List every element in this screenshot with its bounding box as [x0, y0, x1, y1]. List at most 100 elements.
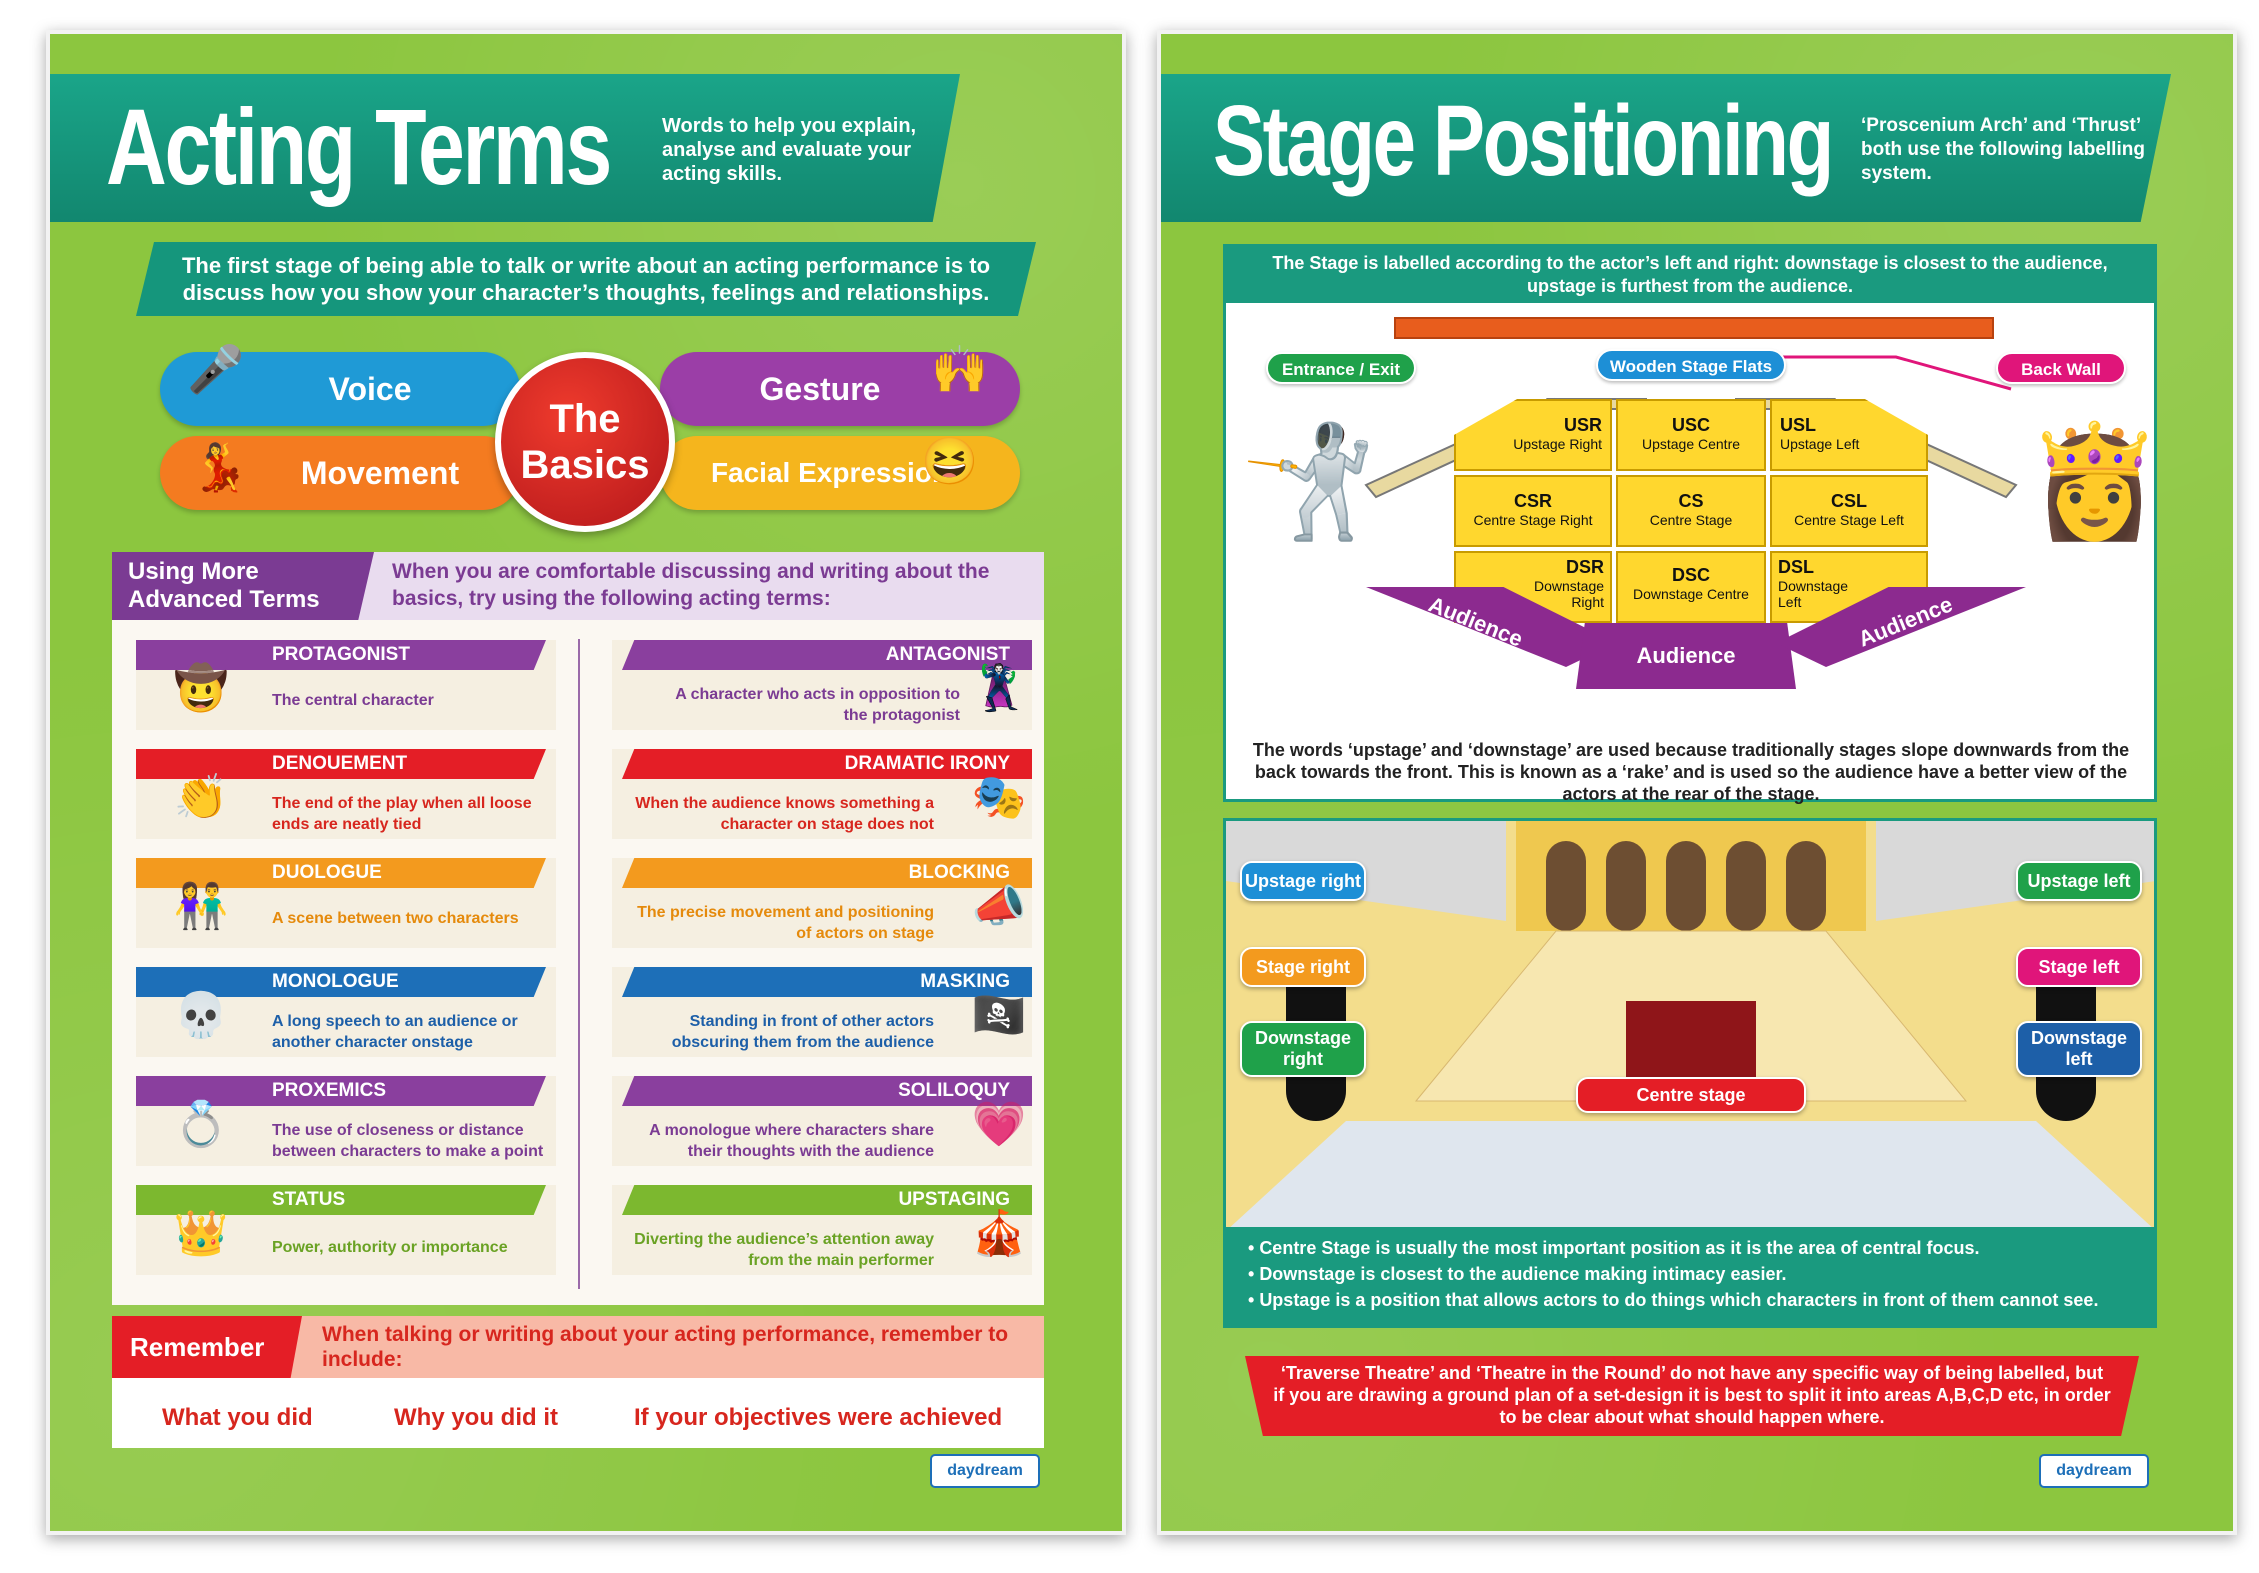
term-soliloquy: SOLILOQUY A monologue where characters s… — [612, 1076, 1032, 1166]
area-name: Upstage Centre — [1641, 436, 1741, 452]
king-icon: 👑 — [173, 1209, 229, 1258]
director-megaphone-icon: 📣 — [971, 882, 1027, 931]
daydream-logo: daydream — [2039, 1454, 2149, 1488]
title-banner: Acting Terms Words to help you explain, … — [50, 74, 960, 222]
upstage-left-label: Upstage left — [2016, 861, 2142, 901]
remember-label: Remember — [112, 1316, 302, 1378]
area-abbr: DSR — [1565, 557, 1604, 577]
traverse-note: ‘Traverse Theatre’ and ‘Theatre in the R… — [1245, 1356, 2139, 1436]
term-definition: Standing in front of other actors obscur… — [671, 1013, 934, 1051]
back-wall-callout: Back Wall — [1996, 352, 2126, 384]
term-blocking: BLOCKING The precise movement and positi… — [612, 858, 1032, 948]
term-definition: Power, authority or importance — [272, 1239, 508, 1256]
couple-dancing-icon: 👫 — [173, 882, 229, 931]
term-antagonist: ANTAGONIST A character who acts in oppos… — [612, 640, 1032, 730]
stage-right-label: Stage right — [1240, 947, 1366, 987]
term-title: SOLILOQUY — [622, 1076, 1032, 1106]
csr-area: CSR Centre Stage Right — [1454, 475, 1612, 547]
laughing-face-icon: 😆 — [921, 434, 979, 487]
area-abbr: USL — [1780, 415, 1816, 435]
bullet-item: • Upstage is a position that allows acto… — [1248, 1290, 2099, 1310]
centre-stage-label: Centre stage — [1576, 1077, 1806, 1113]
acting-terms-poster: Acting Terms Words to help you explain, … — [46, 30, 1126, 1535]
advanced-terms-header: Using More Advanced Terms When you are c… — [112, 552, 1044, 620]
proposal-couple-icon: 💍 — [173, 1100, 229, 1149]
remember-item: Why you did it — [394, 1404, 558, 1431]
daydream-logo: daydream — [930, 1454, 1040, 1488]
term-definition: A scene between two characters — [272, 910, 519, 927]
pirate-kids-icon: 🏴‍☠️ — [971, 991, 1027, 1040]
term-protagonist: PROTAGONIST The central character 🤠 — [136, 640, 556, 730]
stage-intro: The Stage is labelled according to the a… — [1226, 247, 2154, 303]
csl-area: CSL Centre Stage Left — [1770, 475, 1928, 547]
term-definition: Diverting the audience’s attention away … — [634, 1231, 934, 1269]
term-definition: A character who acts in opposition to th… — [675, 686, 960, 724]
term-title: PROXEMICS — [136, 1076, 546, 1106]
performers-icon: 🎪 — [971, 1209, 1027, 1258]
poster-subtitle: Words to help you explain, analyse and e… — [662, 115, 917, 185]
upstage-right-label: Upstage right — [1240, 861, 1366, 901]
term-title: DRAMATIC IRONY — [622, 749, 1032, 779]
intro-banner: The first stage of being able to talk or… — [136, 242, 1036, 316]
stage-plan-box: The Stage is labelled according to the a… — [1223, 244, 2163, 804]
wooden-stage-flats-callout: Wooden Stage Flats — [1596, 349, 1786, 381]
term-title: MASKING — [622, 967, 1032, 997]
the-basics-circle: The Basics — [495, 352, 675, 532]
title-banner: Stage Positioning ‘Proscenium Arch’ and … — [1161, 74, 2171, 222]
remember-item: If your objectives were achieved — [634, 1404, 1003, 1431]
cowboy-icon: 🤠 — [173, 664, 229, 713]
area-abbr: DSL — [1778, 557, 1814, 577]
downstage-left-label: Downstage left — [2016, 1021, 2142, 1077]
term-proxemics: PROXEMICS The use of closeness or distan… — [136, 1076, 556, 1166]
audience-centre: Audience — [1576, 623, 1796, 689]
poster-title: Stage Positioning — [1213, 85, 1834, 197]
area-name: Upstage Left — [1780, 436, 1860, 452]
facial-expression-pill: Facial Expression — [660, 436, 1020, 510]
term-definition: A monologue where characters share their… — [649, 1122, 934, 1160]
voice-label: Voice — [328, 370, 412, 407]
area-abbr: USR — [1563, 415, 1602, 435]
remember-description: When talking or writing about your actin… — [322, 1323, 1009, 1371]
usc-area: USC Upstage Centre — [1616, 399, 1766, 471]
area-name: Centre Stage Left — [1794, 512, 1904, 528]
singer-heart-icon: 💗 — [971, 1100, 1027, 1149]
area-abbr: CSR — [1513, 491, 1552, 511]
dancers-icon: 💃 — [191, 440, 249, 493]
term-title: DENOUEMENT — [136, 749, 546, 779]
audience-label: Audience — [1425, 591, 1527, 652]
term-title: STATUS — [136, 1185, 546, 1215]
term-dramatic-irony: DRAMATIC IRONY When the audience knows s… — [612, 749, 1032, 839]
movement-label: Movement — [300, 454, 460, 491]
rake-note: The words ‘upstage’ and ‘downstage’ are … — [1252, 740, 2130, 804]
bullet-item: • Centre Stage is usually the most impor… — [1248, 1238, 1980, 1258]
male-actor-figure-icon: 🤺 — [1240, 420, 1377, 543]
area-name: Downstage Centre — [1633, 586, 1749, 602]
theatre-illustration: Upstage right Upstage left Stage right S… — [1223, 818, 2157, 1328]
facial-expression-label: Facial Expression — [710, 457, 950, 488]
bullet-item: • Downstage is closest to the audience m… — [1248, 1264, 1787, 1284]
term-title: PROTAGONIST — [136, 640, 546, 670]
term-title: MONOLOGUE — [136, 967, 546, 997]
column-divider — [578, 639, 580, 1289]
term-definition: The precise movement and positioning of … — [637, 904, 934, 942]
area-abbr: USC — [1671, 415, 1710, 435]
female-actor-figure-icon: 👸 — [2026, 420, 2163, 543]
bandit-icon: 🦹 — [971, 664, 1027, 713]
cheering-man-icon: 🙌 — [931, 342, 989, 395]
area-name: Downstage Right — [1534, 578, 1605, 610]
remember-header-band — [282, 1316, 1044, 1378]
term-definition: A long speech to an audience or another … — [272, 1013, 518, 1051]
clapping-hands-icon: 👏 — [173, 773, 229, 822]
movement-pill: Movement — [160, 436, 520, 510]
term-title: ANTAGONIST — [622, 640, 1032, 670]
term-definition: The central character — [272, 692, 434, 709]
term-monologue: MONOLOGUE A long speech to an audience o… — [136, 967, 556, 1057]
entrance-exit-callout: Entrance / Exit — [1266, 352, 1416, 384]
term-title: DUOLOGUE — [136, 858, 546, 888]
poster-subtitle: ‘Proscenium Arch’ and ‘Thrust’ both use … — [1861, 115, 2145, 184]
stage-left-label: Stage left — [2016, 947, 2142, 987]
stage-bullets: • Centre Stage is usually the most impor… — [1226, 1227, 2154, 1325]
term-definition: When the audience knows something a char… — [635, 795, 934, 833]
term-title: UPSTAGING — [622, 1185, 1032, 1215]
term-title: BLOCKING — [622, 858, 1032, 888]
